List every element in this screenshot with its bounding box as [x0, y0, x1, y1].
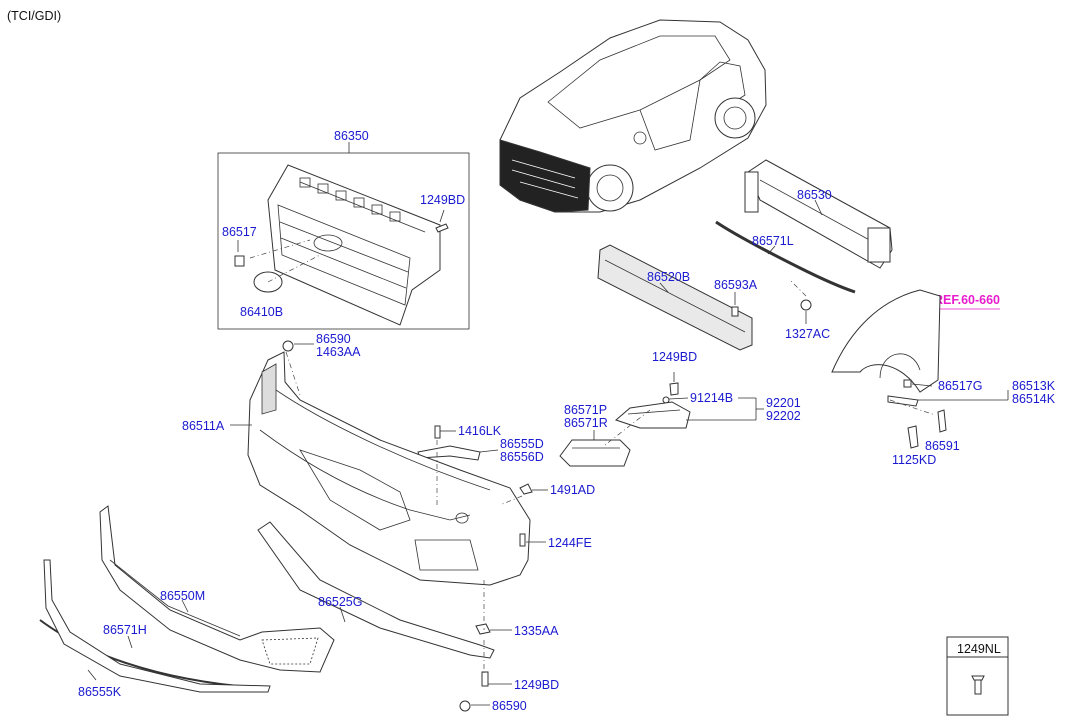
ref-fender-label[interactable]: REF.60-660	[934, 293, 1000, 307]
label-1125KD: 1125KD	[892, 453, 936, 467]
label-86590-bottom: 86590	[492, 699, 527, 713]
legend-box: 1249NL	[946, 636, 1009, 716]
lower-bolt-part	[481, 671, 489, 687]
label-1244FE: 1244FE	[548, 536, 592, 550]
drl-lamp-part	[615, 401, 691, 429]
fender-bracket-part	[887, 379, 919, 407]
label-92202: 92202	[766, 409, 801, 423]
drl-bolt-part	[669, 382, 679, 396]
label-86571R: 86571R	[564, 416, 608, 430]
label-86593A: 86593A	[714, 278, 758, 292]
lower-strip-part	[39, 619, 261, 689]
label-86513K: 86513K	[1012, 379, 1056, 393]
label-1416LK: 1416LK	[458, 424, 502, 438]
label-86550M: 86550M	[160, 589, 205, 603]
label-1491AD: 1491AD	[550, 483, 595, 497]
variant-label: (TCI/GDI)	[7, 9, 61, 23]
label-86571P: 86571P	[564, 403, 607, 417]
label-86410B: 86410B	[240, 305, 283, 319]
label-86520B: 86520B	[647, 270, 690, 284]
label-1249BD-grille: 1249BD	[420, 193, 465, 207]
fender-screw-part	[907, 425, 919, 449]
label-1463AA: 1463AA	[316, 345, 361, 359]
label-86514K: 86514K	[1012, 392, 1056, 406]
fender-bolt-part	[937, 409, 947, 433]
lip-strip-part	[257, 521, 495, 659]
grille-group-box	[217, 152, 470, 330]
label-1335AA: 1335AA	[514, 624, 559, 638]
label-86350: 86350	[334, 129, 369, 143]
label-86556D: 86556D	[500, 450, 544, 464]
label-86517G: 86517G	[938, 379, 982, 393]
label-86555K: 86555K	[78, 685, 122, 699]
screw-icon	[971, 675, 985, 695]
absorber-clip-part	[731, 306, 739, 317]
label-86525G: 86525G	[318, 595, 362, 609]
front-fender-part	[831, 289, 941, 393]
label-86590-top: 86590	[316, 332, 351, 346]
lower-grille-part	[99, 505, 335, 673]
grille-bolt-part	[435, 223, 449, 233]
bumper-rail-part	[744, 159, 893, 269]
label-86530: 86530	[797, 188, 832, 202]
rail-nut-part	[800, 299, 812, 311]
label-86571H: 86571H	[103, 623, 147, 637]
nut-1335-part	[475, 623, 491, 635]
label-1249BD-drl: 1249BD	[652, 350, 697, 364]
lower-nut-part	[459, 700, 471, 712]
bumper-cover-part	[247, 351, 531, 586]
radiator-grille	[267, 164, 441, 326]
label-86571L: 86571L	[752, 234, 794, 248]
bracket-screw-part	[434, 425, 441, 439]
legend-part-no: 1249NL	[957, 642, 1001, 656]
bolt-1244-part	[519, 533, 526, 547]
upper-nut-part	[282, 340, 294, 352]
label-1249BD-lower: 1249BD	[514, 678, 559, 692]
drl-cover-part	[559, 439, 631, 467]
energy-absorber-part	[597, 244, 753, 351]
label-86555D: 86555D	[500, 437, 544, 451]
clip-1491-part	[519, 483, 533, 495]
vehicle-illustration	[499, 19, 767, 213]
grille-clip-part	[234, 255, 245, 267]
label-91214B: 91214B	[690, 391, 733, 405]
label-86511A: 86511A	[182, 419, 225, 433]
label-92201: 92201	[766, 396, 801, 410]
lower-lip-part	[43, 559, 271, 693]
label-1327AC: 1327AC	[785, 327, 830, 341]
label-86591: 86591	[925, 439, 960, 453]
label-86517: 86517	[222, 225, 257, 239]
rail-strip-part	[715, 220, 856, 294]
